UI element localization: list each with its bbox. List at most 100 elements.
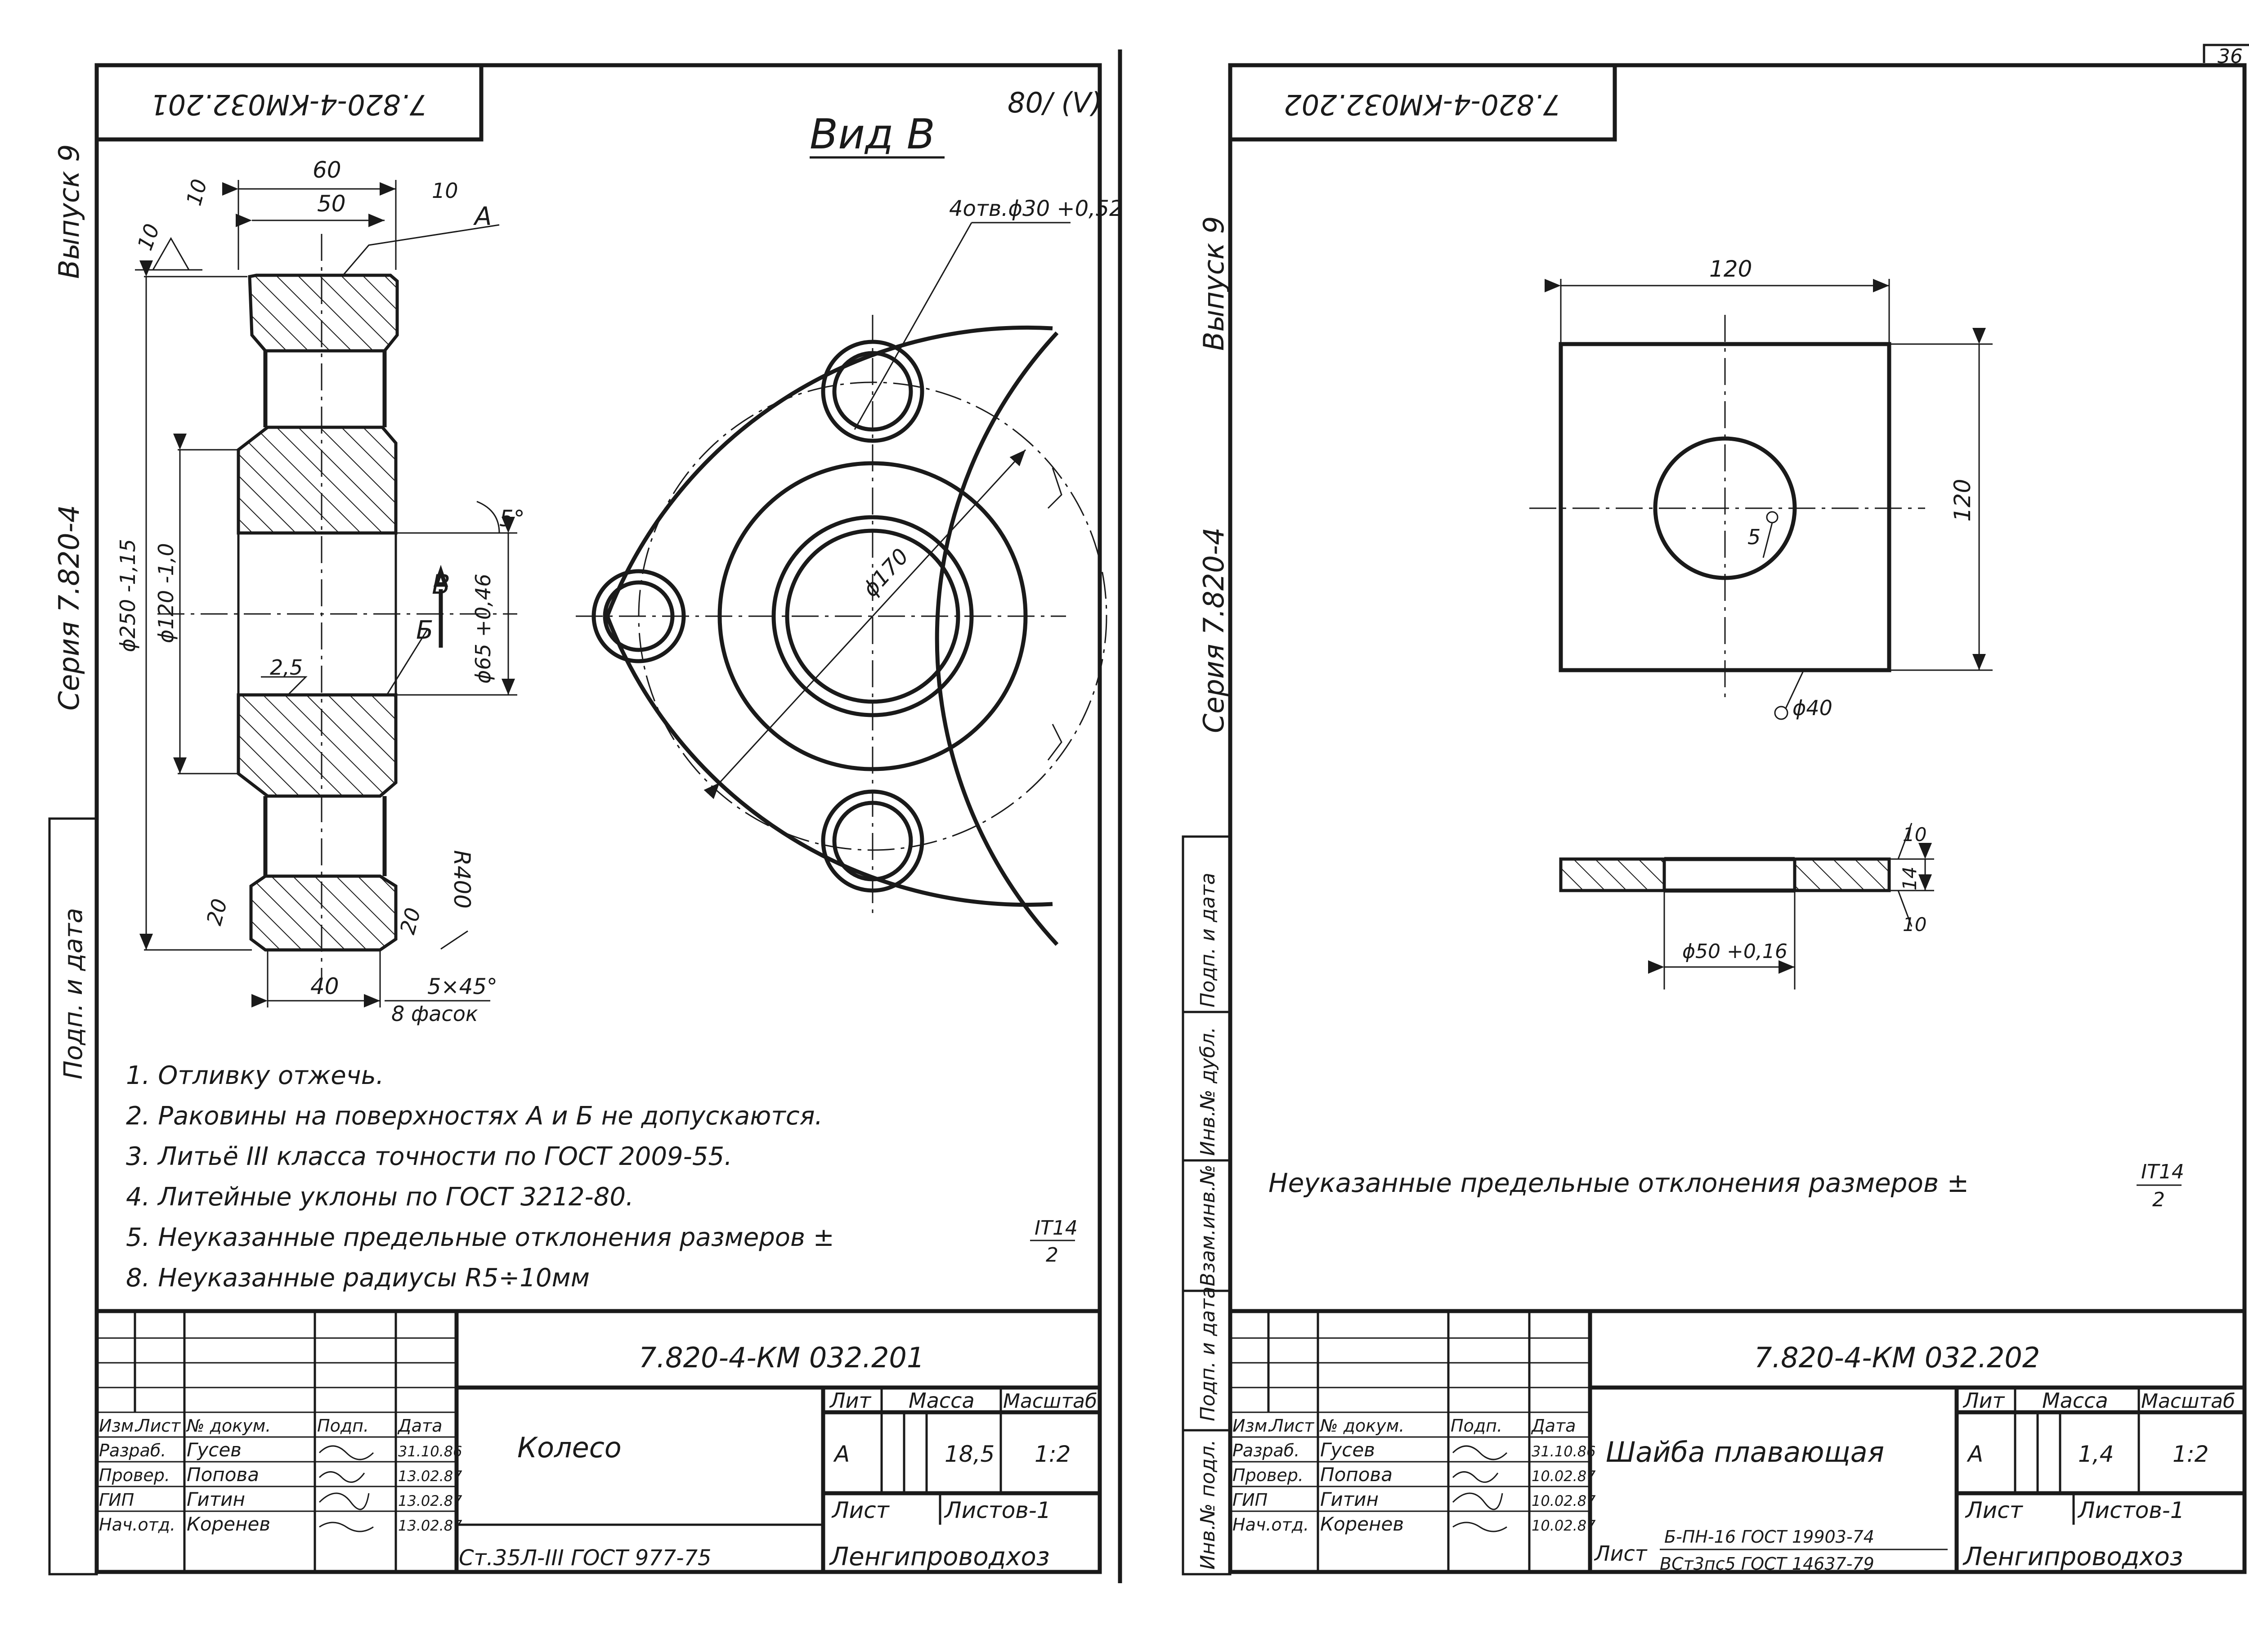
view-b: ϕ170 4отв.ϕ30 +0,52	[576, 196, 1123, 946]
left-tb-hdr-lit: Лит	[829, 1388, 871, 1413]
holes-label: 4отв.ϕ30 +0,52	[949, 196, 1123, 221]
right-side-strip: Инв.№ подл. Подп. и дата Взам.инв.№ Инв.…	[1182, 835, 1232, 1576]
right-tb-name-2: Гитин	[1320, 1488, 1379, 1510]
left-tb-name-2: Гитин	[187, 1488, 245, 1510]
right-tb-date-2: 10.02.87	[1532, 1492, 1596, 1509]
mark-b: Б	[416, 616, 433, 645]
left-side-strip-text: Подп. и дата	[59, 908, 88, 1079]
left-tb-name-3: Коренев	[187, 1513, 270, 1535]
dim-t14: 14	[1899, 867, 1921, 891]
right-tb-hdr-lit: Лит	[1962, 1388, 2005, 1413]
left-tb-col-sign: Подп.	[317, 1416, 369, 1436]
right-tb-org: Ленгипроводхоз	[1962, 1542, 2183, 1571]
right-stamp-code: 7.820-4-КМ032.202	[1284, 88, 1561, 121]
dim-40: 40	[310, 973, 339, 999]
dim-120: ϕ120 -1,0	[154, 543, 178, 643]
left-tb-date-0: 31.10.86	[398, 1443, 462, 1460]
right-tb-hdr-scale: Масштаб	[2141, 1390, 2235, 1413]
dim-50: 50	[317, 191, 346, 217]
left-side-strip	[48, 817, 98, 1576]
dim-170: ϕ170	[858, 544, 914, 602]
dim-10-bot: 10	[1903, 913, 1926, 936]
left-stamp-box	[94, 63, 484, 142]
left-tb-name: Колесо	[517, 1431, 622, 1464]
left-tol-den: 2	[1046, 1244, 1058, 1267]
left-tb-mass: 18,5	[945, 1441, 995, 1467]
left-tb-role-0: Разраб.	[99, 1441, 166, 1460]
right-sheet: 7.820-4-КМ032.202 Выпуск 9 Серия 7.820-4…	[1182, 63, 2247, 1576]
right-tb-role-0: Разраб.	[1232, 1441, 1299, 1460]
left-tb-role-2: ГИП	[99, 1490, 134, 1510]
right-tb-col-sign: Подп.	[1451, 1416, 1502, 1436]
left-title-block: 7.820-4-КМ 032.201 Колесо Ст.35Л-III ГОС…	[97, 1309, 1100, 1573]
left-tb-material: Ст.35Л-III ГОСТ 977-75	[459, 1545, 712, 1571]
left-note-5: 5. Неуказанные предельные отклонения раз…	[126, 1223, 834, 1252]
dim-65: ϕ65 +0,46	[471, 574, 495, 684]
left-tb-col-date: Дата	[397, 1416, 442, 1436]
right-note: Неуказанные предельные отклонения размер…	[1268, 1168, 1969, 1198]
right-tb-name-3: Коренев	[1320, 1513, 1404, 1535]
left-side-issue: Выпуск 9	[53, 144, 85, 279]
left-note-1: 1. Отливку отжечь.	[126, 1061, 384, 1090]
left-tb-col-izm: Изм.	[99, 1416, 139, 1436]
right-tb-date-1: 10.02.87	[1532, 1468, 1596, 1485]
right-tb-date-0: 31.10.86	[1532, 1443, 1596, 1460]
left-tb-hdr-scale: Масштаб	[1003, 1390, 1097, 1413]
right-strip-2: Взам.инв.№	[1196, 1164, 1219, 1286]
left-tb-scale: 1:2	[1035, 1441, 1071, 1467]
right-tb-sheets: Листов-1	[2077, 1497, 2185, 1523]
chamfer-count: 8 фасок	[391, 1002, 478, 1026]
left-stamp-code: 7.820-4-КМ032.201	[150, 88, 427, 121]
left-note-3: 3. Литьё III класса точности по ГОСТ 200…	[126, 1142, 732, 1171]
chamfer: 5×45°	[427, 974, 497, 999]
dim-10-top: 10	[1903, 824, 1926, 846]
left-tb-date-1: 13.02.87	[398, 1468, 462, 1485]
angle-5: 5°	[499, 506, 525, 532]
right-tb-hdr-mass: Масса	[2042, 1388, 2108, 1413]
right-tb-role-2: ГИП	[1232, 1490, 1268, 1510]
washer-section: 14 10 10 ϕ50 +0,16	[1559, 823, 1934, 989]
left-tb-col-doc: № докум.	[186, 1416, 271, 1436]
dim-20a: 20	[202, 896, 232, 928]
left-tb-code: 7.820-4-КМ 032.201	[639, 1341, 924, 1374]
right-tol-den: 2	[2152, 1188, 2165, 1211]
right-tb-col-list: Лист	[1270, 1416, 1315, 1436]
right-tb-col-izm: Изм.	[1232, 1416, 1272, 1436]
dim-d40: ϕ40	[1792, 696, 1832, 720]
right-tb-date-3: 10.02.87	[1532, 1517, 1596, 1534]
left-tb-date-3: 13.02.87	[398, 1517, 462, 1534]
dim-r5: 5	[1747, 525, 1761, 549]
right-tb-col-doc: № докум.	[1319, 1416, 1404, 1436]
left-tb-role-3: Нач.отд.	[99, 1515, 175, 1535]
left-frame	[94, 63, 1102, 1574]
mark-view-b: В	[432, 569, 450, 600]
left-side-series: Серия 7.820-4	[53, 505, 85, 711]
dim-10a: 10	[181, 176, 211, 208]
dim-250: ϕ250 -1,15	[116, 539, 140, 652]
left-sheet: 7.820-4-КМ032.201 80/ (V) Вид В Выпуск 9…	[48, 63, 1123, 1576]
dim-20b: 20	[395, 905, 425, 937]
dim-w120: 120	[1709, 256, 1752, 282]
left-tb-org: Ленгипроводхоз	[829, 1542, 1050, 1571]
right-strip-0: Инв.№ подл.	[1196, 1439, 1219, 1570]
left-tb-col-list: Лист	[136, 1416, 181, 1436]
left-tb-hdr-mass: Масса	[909, 1388, 975, 1413]
right-side-issue: Выпуск 9	[1197, 216, 1230, 351]
dim-60: 60	[313, 157, 341, 183]
right-stamp-box	[1228, 63, 1617, 142]
right-tb-material-top: Б-ПН-16 ГОСТ 19903-74	[1664, 1527, 1874, 1547]
left-note-2: 2. Раковины на поверхностях А и Б не доп…	[126, 1101, 823, 1131]
right-strip-3: Инв.№ дубл.	[1196, 1027, 1219, 1156]
left-tb-date-2: 13.02.87	[398, 1492, 462, 1509]
right-tb-material-label: Лист	[1594, 1541, 1648, 1566]
right-tol-num: IT14	[2141, 1160, 2184, 1183]
dim-10c: 10	[133, 220, 165, 253]
right-title-block: 7.820-4-КМ 032.202 Шайба плавающая Лист …	[1230, 1309, 2245, 1574]
right-tb-col-date: Дата	[1531, 1416, 1576, 1436]
right-tb-sheet: Лист	[1965, 1497, 2024, 1523]
right-frame	[1228, 63, 2247, 1574]
right-strip-1: Подп. и дата	[1196, 1286, 1219, 1421]
left-tb-sheet: Лист	[831, 1497, 890, 1523]
right-tb-name-0: Гусев	[1320, 1439, 1375, 1461]
